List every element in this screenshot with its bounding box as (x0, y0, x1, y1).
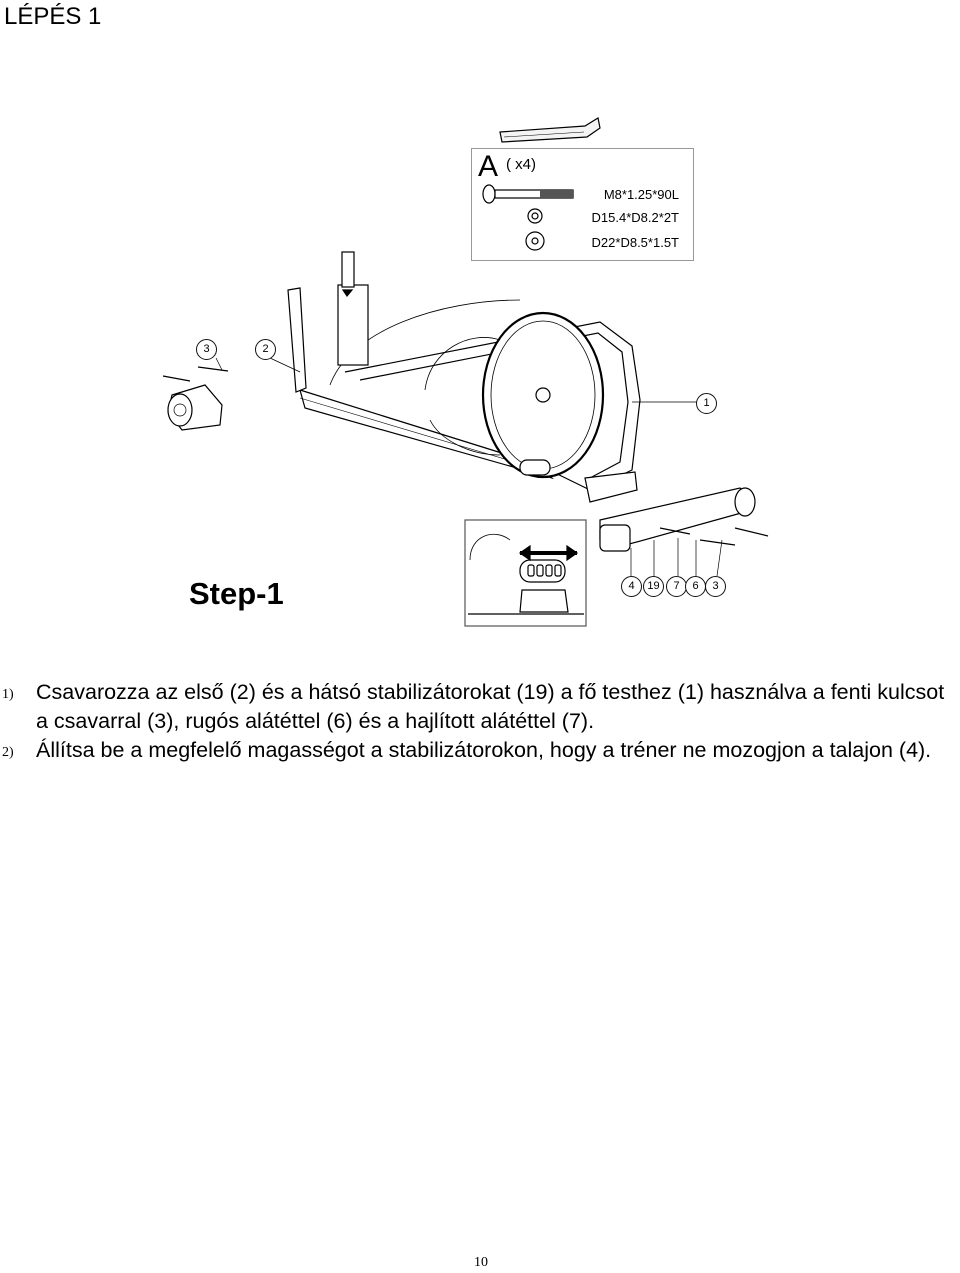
instruction-number: 1) (2, 687, 14, 702)
step-label: Step-1 (189, 576, 284, 611)
leveling-detail-inset (464, 519, 587, 627)
assembly-drawing (162, 117, 769, 627)
bolt-spec: M8*1.25*90L (603, 187, 679, 202)
callout-3b: 3 (705, 576, 726, 597)
main-frame (287, 251, 641, 503)
instruction-item: 1) Csavarozza az első (2) és a hátsó sta… (0, 678, 960, 736)
allen-wrench-icon (499, 117, 601, 143)
flat-washer-icon (525, 231, 545, 251)
callout-1: 1 (696, 393, 717, 414)
callout-6: 6 (685, 576, 706, 597)
instruction-text: Csavarozza az első (2) és a hátsó stabil… (36, 680, 945, 733)
spring-washer-icon (527, 208, 543, 224)
callout-3: 3 (196, 339, 217, 360)
bolt-icon (482, 184, 574, 204)
page-number: 10 (474, 1255, 488, 1270)
page-header: LÉPÉS 1 (4, 3, 102, 30)
flat-washer-spec: D22*D8.5*1.5T (591, 235, 679, 250)
instructions: 1) Csavarozza az első (2) és a hátsó sta… (0, 678, 960, 765)
front-stabilizer (162, 366, 229, 431)
callout-7: 7 (666, 576, 687, 597)
callout-4: 4 (621, 576, 642, 597)
leader-lines (215, 357, 723, 577)
rear-stabilizer (599, 487, 769, 552)
instruction-text: Állítsa be a megfelelő magasségot a stab… (36, 738, 932, 762)
spring-washer-spec: D15.4*D8.2*2T (591, 210, 679, 225)
instruction-number: 2) (2, 745, 14, 760)
callout-19: 19 (643, 576, 664, 597)
hardware-quantity: ( x4) (506, 156, 536, 173)
hardware-letter: A (478, 150, 499, 183)
hardware-box: A ( x4) M8*1.25*90L D15.4*D8.2*2T D22*D8… (471, 148, 694, 261)
callout-2: 2 (255, 339, 276, 360)
instruction-item: 2) Állítsa be a megfelelő magasségot a s… (0, 736, 960, 765)
